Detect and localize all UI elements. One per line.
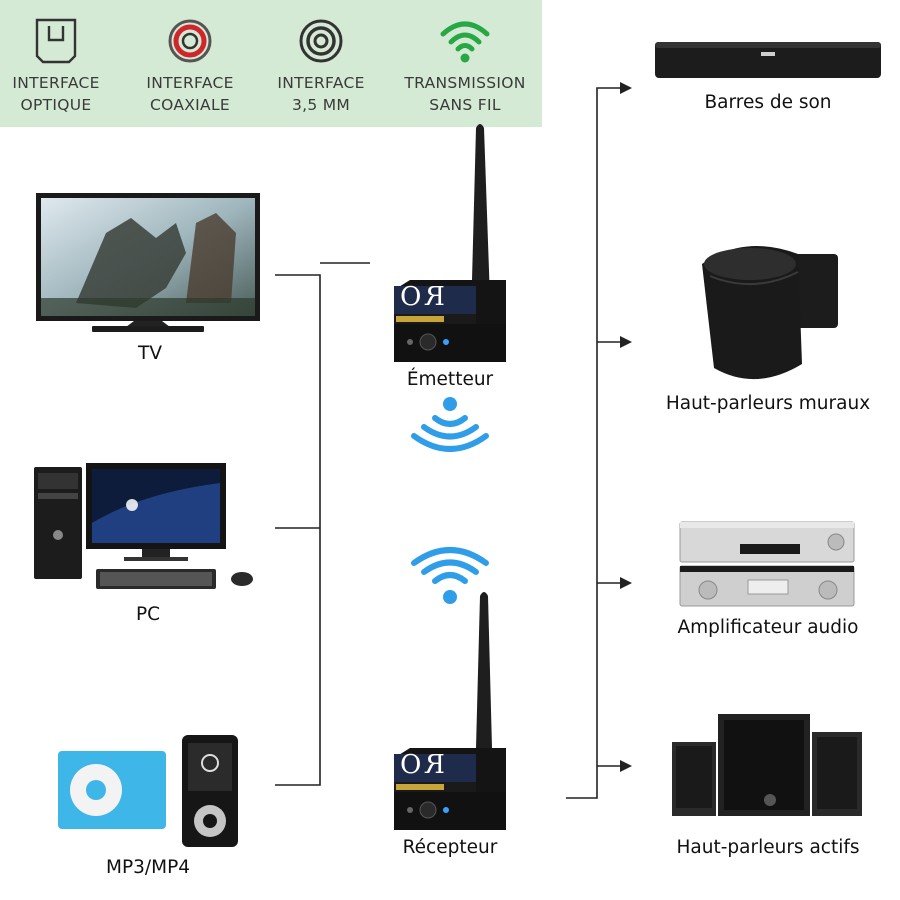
output-wall-speakers-label: Haut-parleurs muraux	[665, 393, 871, 414]
arrow-amplifier	[620, 577, 632, 589]
receiver-label: Récepteur	[402, 837, 498, 858]
feature-jack: INTERFACE 3,5 MM	[256, 0, 386, 127]
feature-jack-line2: 3,5 MM	[291, 96, 351, 114]
feature-optical: INTERFACE OPTIQUE	[0, 0, 121, 127]
arrow-active-speakers	[620, 760, 632, 772]
optical-port-icon	[35, 18, 77, 64]
arrow-wall-speakers	[620, 336, 632, 348]
feature-wireless: TRANSMISSION SANS FIL	[400, 0, 530, 127]
wifi-icon	[440, 21, 490, 63]
receiver-brand: RO	[396, 750, 445, 780]
jack-3-5mm-icon	[299, 19, 343, 63]
feature-wireless-line1: TRANSMISSION	[404, 74, 526, 92]
feature-coaxial-line2: COAXIALE	[150, 96, 230, 114]
source-mp3-label: MP3/MP4	[105, 857, 190, 878]
output-soundbar-label: Barres de son	[704, 92, 832, 113]
feature-optical-line2: OPTIQUE	[20, 96, 92, 114]
feature-coaxial: INTERFACE COAXIALE	[125, 0, 255, 127]
receiver-image	[394, 592, 506, 830]
output-amplifier-label: Amplificateur audio	[677, 617, 859, 638]
source-pc-label: PC	[135, 604, 161, 625]
output-active-speakers-label: Haut-parleurs actifs	[676, 837, 860, 858]
emitter-brand: RO	[396, 282, 445, 312]
amplifier-image	[679, 521, 855, 607]
signal-down-icon	[411, 397, 489, 452]
pc-image	[34, 463, 253, 589]
feature-jack-line1: INTERFACE	[277, 74, 365, 92]
source-tv-label: TV	[138, 343, 162, 364]
emitter-label: Émetteur	[406, 369, 494, 390]
output-bus-line	[566, 87, 622, 799]
feature-banner: INTERFACE OPTIQUE INTERFACE COAXIALE INT…	[0, 0, 542, 127]
wall-speaker-image	[702, 246, 838, 380]
arrow-soundbar	[620, 82, 632, 94]
coaxial-port-icon	[168, 19, 212, 63]
source-bus-line	[275, 274, 321, 786]
mp3-player-image	[58, 735, 238, 847]
feature-wireless-line2: SANS FIL	[429, 96, 501, 114]
emitter-image	[394, 124, 506, 362]
tv-image	[36, 193, 260, 332]
signal-up-icon	[411, 547, 489, 604]
active-speakers-image	[672, 714, 862, 816]
feature-coaxial-line1: INTERFACE	[146, 74, 234, 92]
soundbar-image	[655, 42, 881, 78]
feature-optical-line1: INTERFACE	[12, 74, 100, 92]
